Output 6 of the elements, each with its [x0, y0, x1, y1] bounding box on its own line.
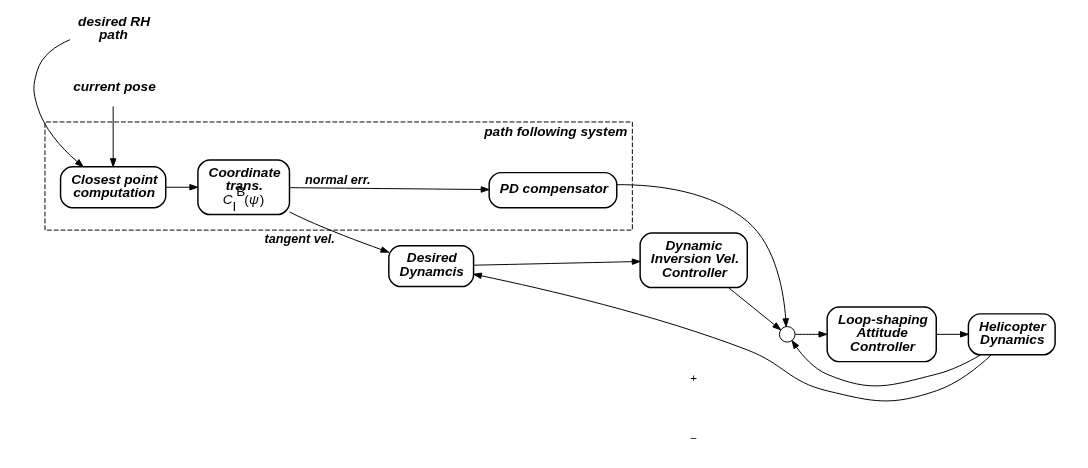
label: + — [689, 371, 697, 385]
node-text: desired RH path — [77, 13, 150, 43]
edge-label: normal err. — [304, 172, 370, 187]
edge-label: tangent vel. — [263, 231, 335, 246]
label: − — [689, 430, 697, 444]
node-text: current pose — [72, 79, 156, 95]
